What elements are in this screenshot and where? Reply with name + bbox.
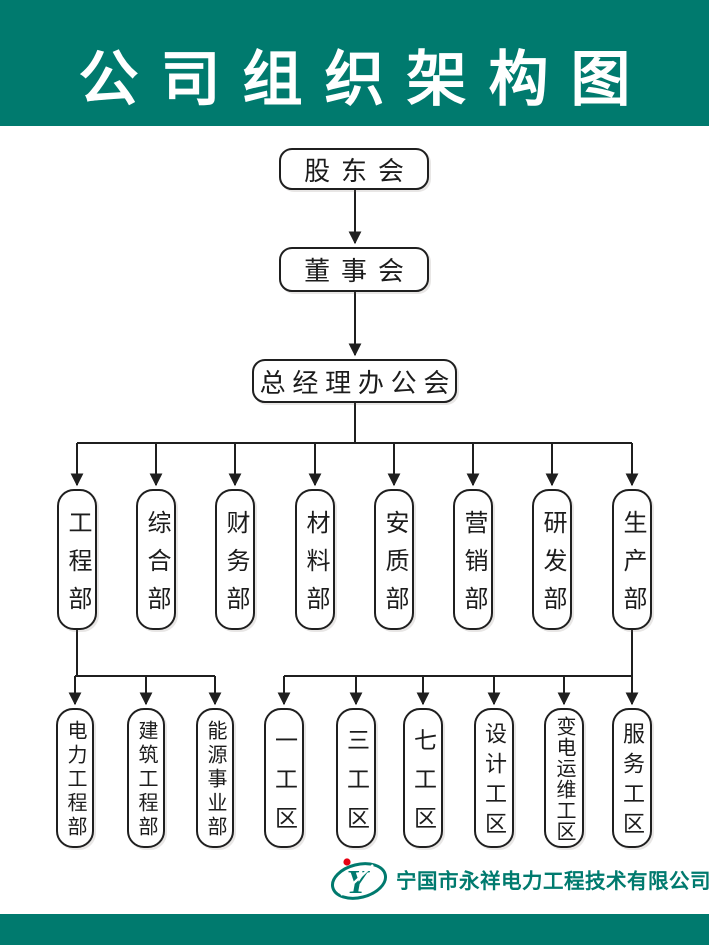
- org-node-label: 总经理办公会: [259, 367, 457, 398]
- org-node-shareholders-meeting: 股东会: [279, 148, 429, 190]
- org-node-substation-om-work-zone: 变电运维工区: [544, 708, 584, 848]
- footer-band: [0, 914, 709, 945]
- org-node-label: 能源事业部: [204, 720, 226, 840]
- org-node-label: 电力工程部: [64, 720, 86, 840]
- org-node-label: 材料部: [302, 509, 329, 624]
- org-node-label: 安质部: [381, 509, 408, 624]
- org-node-board-of-directors: 董事会: [279, 247, 429, 292]
- org-node-label: 股东会: [304, 155, 415, 186]
- org-node-label: 综合部: [143, 509, 170, 624]
- org-node-work-zone-7: 七工区: [403, 708, 443, 848]
- org-node-label: 工程部: [64, 509, 91, 624]
- org-node-dept-production: 生产部: [612, 489, 652, 630]
- company-name: 宁国市永祥电力工程技术有限公司: [396, 870, 709, 893]
- org-node-label: 营销部: [460, 509, 487, 624]
- org-node-label: 董事会: [304, 256, 415, 286]
- org-node-electric-power-engineering: 电力工程部: [56, 708, 94, 848]
- org-node-construction-engineering: 建筑工程部: [127, 708, 165, 848]
- org-node-label: 三工区: [343, 727, 370, 845]
- company-brand: Y 宁国市永祥电力工程技术有限公司: [327, 854, 709, 904]
- org-node-label: 建筑工程部: [135, 720, 157, 840]
- org-node-label: 变电运维工区: [553, 715, 575, 842]
- org-node-label: 七工区: [410, 727, 437, 845]
- org-node-dept-safety-quality: 安质部: [374, 489, 414, 630]
- page-title: 公司组织架构图: [78, 46, 653, 113]
- org-node-service-work-zone: 服务工区: [612, 708, 652, 848]
- org-node-dept-rnd: 研发部: [532, 489, 572, 630]
- org-node-dept-finance: 财务部: [215, 489, 255, 630]
- org-node-label: 研发部: [539, 509, 566, 624]
- org-node-dept-materials: 材料部: [295, 489, 335, 630]
- company-logo-icon: Y: [330, 858, 388, 901]
- org-node-dept-general-affairs: 综合部: [136, 489, 176, 630]
- org-node-label: 一工区: [271, 727, 298, 845]
- org-node-label: 生产部: [619, 509, 646, 624]
- org-node-energy-business: 能源事业部: [196, 708, 234, 848]
- header-band: 公司组织架构图: [0, 0, 709, 126]
- org-node-dept-engineering: 工程部: [57, 489, 97, 630]
- org-node-work-zone-1: 一工区: [264, 708, 304, 848]
- org-node-label: 服务工区: [620, 722, 645, 842]
- org-node-design-work-zone: 设计工区: [474, 708, 514, 848]
- org-node-label: 设计工区: [482, 722, 507, 842]
- org-node-label: 财务部: [222, 509, 249, 624]
- org-node-work-zone-3: 三工区: [336, 708, 376, 848]
- org-node-gm-office-meeting: 总经理办公会: [252, 359, 457, 403]
- org-node-dept-marketing: 营销部: [453, 489, 493, 630]
